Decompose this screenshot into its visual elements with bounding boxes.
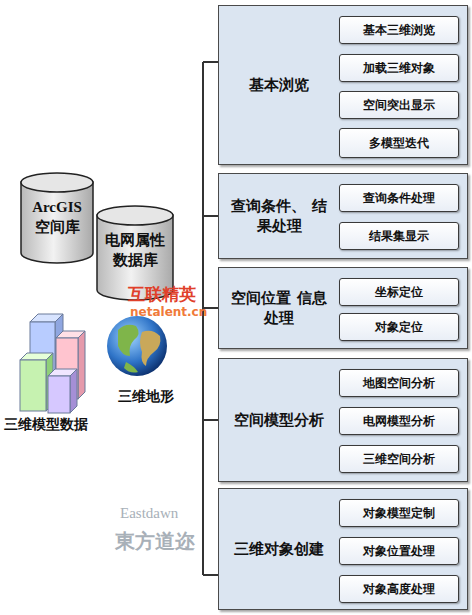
icon-caption: 三维地形 — [118, 388, 174, 406]
function-box: 加载三维对象 — [339, 54, 459, 82]
function-box: 坐标定位 — [339, 278, 459, 306]
watermark: 東方道迩 — [115, 528, 195, 555]
function-label: 空间突出显示 — [359, 97, 439, 114]
icon-caption: 三维模型数据 — [4, 416, 88, 434]
function-box: 对象定位 — [339, 313, 459, 341]
group-panel: 空间模型分析 地图空间分析电网模型分析三维空间分析 — [218, 358, 468, 482]
cylinder-top — [21, 173, 93, 192]
group-panel: 基本浏览 基本三维浏览加载三维对象空间突出显示多模型迭代 — [218, 5, 468, 165]
function-label: 查询条件处理 — [359, 190, 439, 207]
watermark: 互联精英 — [128, 283, 196, 306]
group-title: 查询条件、 结果处理 — [219, 174, 339, 258]
database-cylinder: ArcGIS 空间库 — [20, 172, 94, 264]
function-box: 地图空间分析 — [339, 369, 459, 397]
group-title: 三维对象创建 — [219, 489, 339, 609]
function-box: 空间突出显示 — [339, 91, 459, 119]
function-label: 坐标定位 — [371, 284, 427, 301]
function-box: 多模型迭代 — [339, 128, 459, 158]
group-panel: 空间位置 信息处理 坐标定位对象定位 — [218, 267, 468, 349]
function-label: 三维空间分析 — [359, 451, 439, 468]
function-box: 对象高度处理 — [339, 575, 459, 603]
function-box: 三维空间分析 — [339, 445, 459, 473]
function-box: 查询条件处理 — [339, 184, 459, 212]
function-label: 基本三维浏览 — [359, 22, 439, 39]
function-label: 地图空间分析 — [359, 375, 439, 392]
cylinder-outline — [20, 172, 94, 264]
group-title: 空间模型分析 — [219, 359, 339, 481]
function-box: 基本三维浏览 — [339, 16, 459, 44]
function-label: 对象定位 — [371, 319, 427, 336]
function-box: 对象位置处理 — [339, 537, 459, 565]
function-box: 电网模型分析 — [339, 407, 459, 435]
function-label: 电网模型分析 — [359, 413, 439, 430]
cylinder-top — [97, 206, 173, 225]
function-label: 对象高度处理 — [359, 581, 439, 598]
watermark: netalent.cn — [130, 305, 207, 319]
group-title: 空间位置 信息处理 — [219, 268, 339, 348]
function-label: 加载三维对象 — [359, 60, 439, 77]
watermark: Eastdawn — [120, 505, 178, 522]
function-box: 对象模型定制 — [339, 499, 459, 527]
function-label: 结果集显示 — [365, 228, 433, 245]
database-label: ArcGIS 空间库 — [20, 172, 94, 237]
group-panel: 三维对象创建 对象模型定制对象位置处理对象高度处理 — [218, 488, 468, 610]
globe-icon — [107, 316, 167, 376]
function-label: 多模型迭代 — [365, 135, 433, 152]
group-panel: 查询条件、 结果处理 查询条件处理结果集显示 — [218, 173, 468, 259]
group-title: 基本浏览 — [219, 6, 339, 164]
function-label: 对象位置处理 — [359, 543, 439, 560]
model-icon — [20, 314, 85, 413]
database-label: 电网属性 数据库 — [96, 205, 174, 270]
function-box: 结果集显示 — [339, 222, 459, 250]
function-label: 对象模型定制 — [359, 505, 439, 522]
